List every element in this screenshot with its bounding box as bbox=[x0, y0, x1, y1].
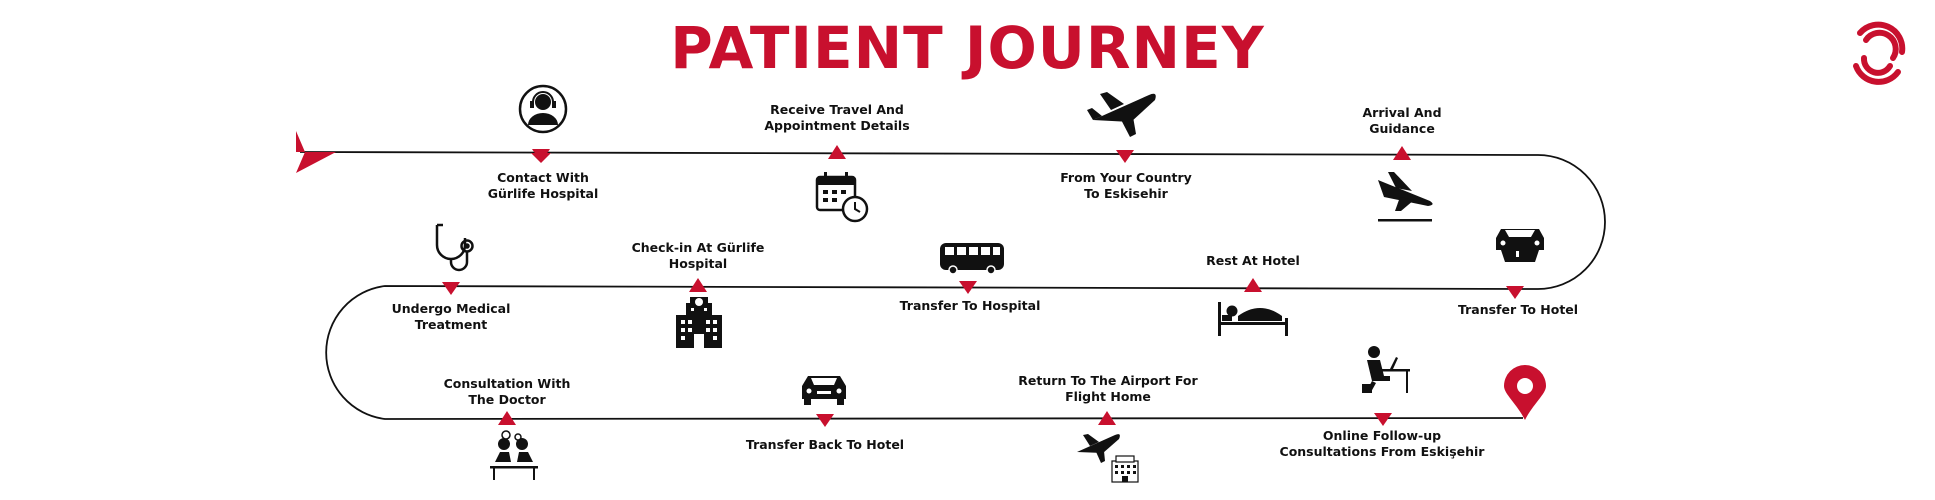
car-icon bbox=[802, 376, 846, 405]
journey-path bbox=[299, 151, 1606, 420]
step-marker bbox=[498, 411, 516, 425]
step-marker bbox=[1393, 146, 1411, 160]
step-marker bbox=[1374, 413, 1392, 426]
bus-icon bbox=[940, 243, 1004, 275]
step-label-rest-hotel: Rest At Hotel bbox=[1206, 253, 1300, 268]
step-marker bbox=[816, 414, 834, 427]
step-marker bbox=[959, 281, 977, 294]
calendar-clock-icon bbox=[815, 172, 869, 223]
airplane-landing-icon bbox=[1378, 172, 1433, 222]
step-marker bbox=[442, 282, 460, 295]
person-at-laptop-icon bbox=[1362, 346, 1410, 393]
location-pin-icon bbox=[1504, 365, 1546, 420]
doctor-consultation-icon bbox=[490, 430, 538, 480]
bed-icon bbox=[1218, 302, 1288, 336]
step-marker bbox=[828, 145, 846, 159]
hospital-building-icon bbox=[676, 297, 722, 348]
airplane-icon bbox=[1087, 92, 1156, 137]
gurlife-logo-icon bbox=[1853, 21, 1906, 85]
car-on-road-icon bbox=[1496, 229, 1544, 262]
step-marker bbox=[1506, 286, 1524, 299]
step-marker bbox=[1098, 411, 1116, 425]
step-marker bbox=[689, 278, 707, 292]
step-marker bbox=[1116, 150, 1134, 163]
step-label-transfer-back-hotel: Transfer Back To Hotel bbox=[745, 437, 905, 452]
call-center-agent-icon bbox=[518, 84, 568, 134]
step-label-transfer-hotel: Transfer To Hotel bbox=[1457, 302, 1579, 317]
page-title: PATIENT JOURNEY bbox=[670, 14, 1265, 82]
step-marker bbox=[532, 149, 550, 162]
start-arrow-icon bbox=[296, 131, 336, 173]
step-label-transfer-hospital: Transfer To Hospital bbox=[899, 298, 1041, 313]
airplane-hotel-icon bbox=[1077, 434, 1139, 483]
step-marker bbox=[1244, 278, 1262, 292]
stethoscope-icon bbox=[435, 223, 474, 272]
